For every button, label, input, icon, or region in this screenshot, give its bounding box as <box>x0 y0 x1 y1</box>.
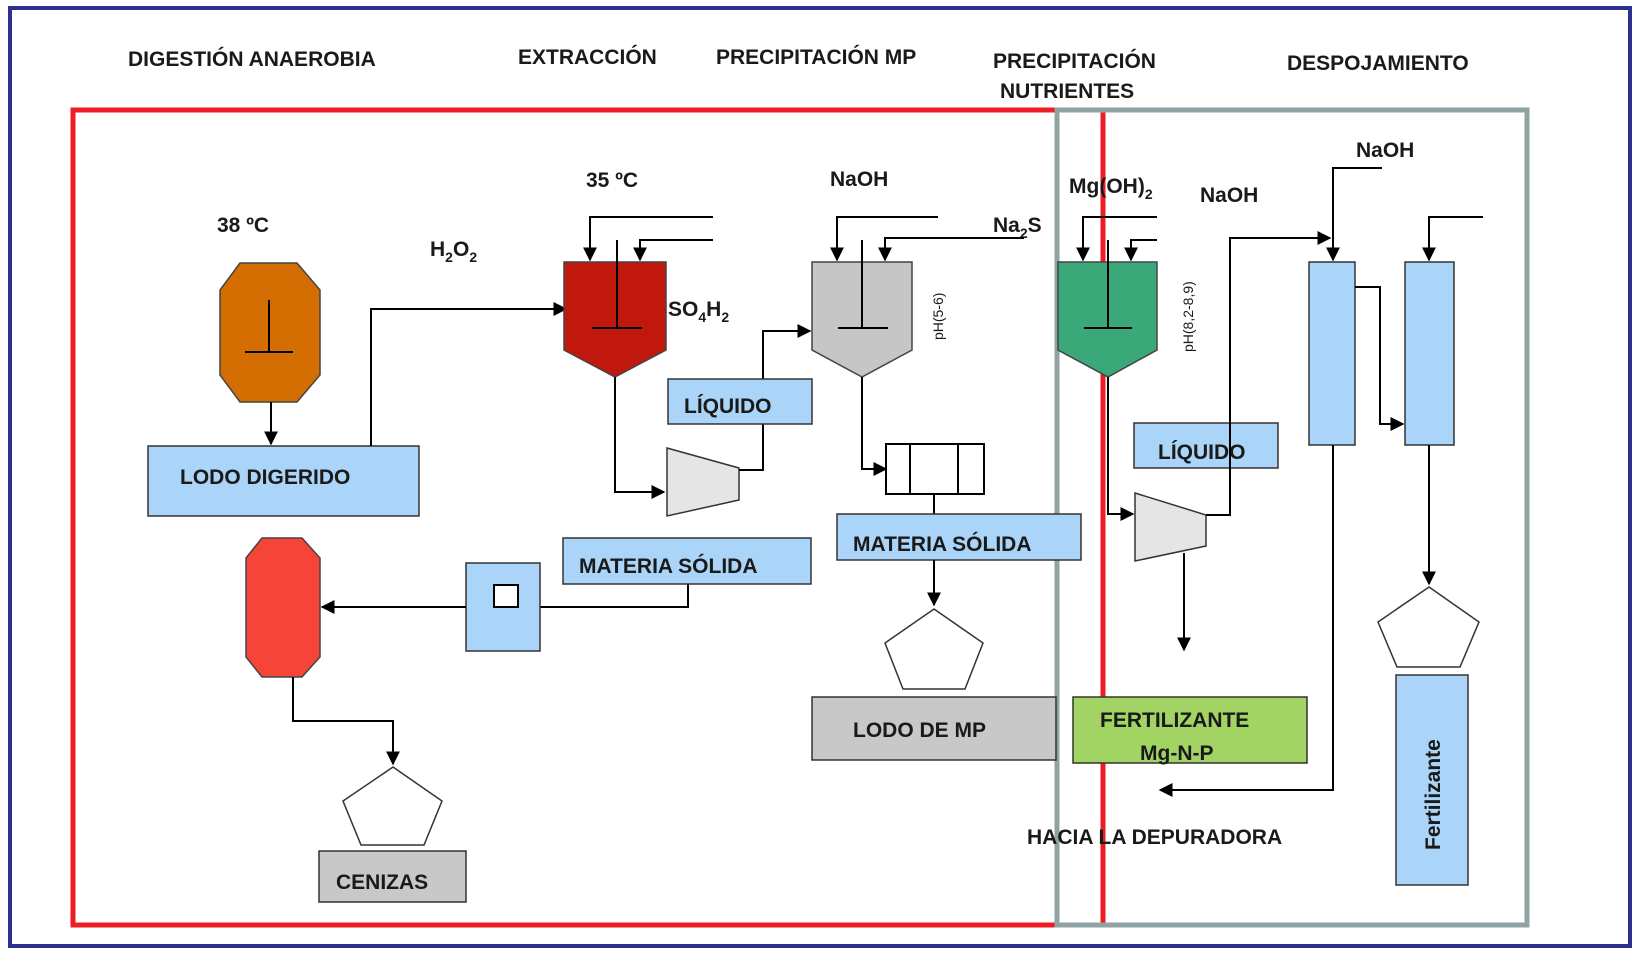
extraction-reactor <box>563 261 667 378</box>
filter-press <box>885 443 985 495</box>
extraction-region-frame <box>70 107 1106 928</box>
mgoh2-label: Mg(OH)2 <box>1069 175 1153 202</box>
liquido-box-2 <box>1133 422 1279 469</box>
mgnp-label: Mg-N-P <box>1140 742 1213 765</box>
fertilizer-storage-pentagon <box>1377 586 1480 668</box>
fertilizante-vertical-label: Fertilizante <box>1422 739 1445 850</box>
naoh-mp-label: NaOH <box>830 168 888 191</box>
lodo-digerido-box <box>147 445 420 517</box>
lodo-digerido-label: LODO DIGERIDO <box>180 466 350 489</box>
lodo-mp-label: LODO DE MP <box>853 719 986 742</box>
outer-frame <box>8 6 1632 948</box>
section-header-stripping: DESPOJAMIENTO <box>1287 52 1469 75</box>
stripping-column-2 <box>1404 261 1455 446</box>
lodo-mp-box <box>811 696 1057 761</box>
mp-sludge-pentagon <box>884 608 984 690</box>
section-header-precip-mp: PRECIPITACIÓN MP <box>716 45 916 69</box>
nutrient-separator <box>1134 491 1207 562</box>
fertilizante-mgnp-box <box>1072 696 1308 764</box>
digester-temperature: 38 ºC <box>217 214 269 237</box>
h2o2-label: H2O2 <box>430 238 477 265</box>
naoh-stripping-label: NaOH <box>1356 139 1414 162</box>
cenizas-box <box>318 850 467 903</box>
materia-solida-box-2 <box>836 513 1082 561</box>
materia-solida-label-1: MATERIA SÓLIDA <box>579 554 758 578</box>
fertilizante-label: FERTILIZANTE <box>1100 709 1249 732</box>
naoh-nutrient-label: NaOH <box>1200 184 1258 207</box>
materia-solida-label-2: MATERIA SÓLIDA <box>853 532 1032 556</box>
section-header-extraction: EXTRACCIÓN <box>518 45 657 69</box>
towards-treatment-plant-label: HACIA LA DEPURADORA <box>1027 826 1282 849</box>
ph-nutrient-label: pH(8,2-8,9) <box>1180 281 1196 352</box>
ph-mp-label: pH(5-6) <box>930 293 946 340</box>
stripping-column-1 <box>1308 261 1356 446</box>
na2s-label: Na2S <box>993 214 1042 241</box>
liquido-label-2: LÍQUIDO <box>1158 441 1246 464</box>
cenizas-label: CENIZAS <box>336 871 428 894</box>
so4h2-label: SO4H2 <box>668 298 729 325</box>
fertilizante-box <box>1395 674 1469 886</box>
extraction-temperature: 35 ºC <box>586 169 638 192</box>
liquido-label-1: LÍQUIDO <box>684 395 772 418</box>
ash-storage-pentagon <box>342 766 443 846</box>
section-header-precip-nutrients-line1: PRECIPITACIÓN <box>993 49 1156 73</box>
liquido-box-1 <box>667 378 813 425</box>
section-header-digestion: DIGESTIÓN ANAEROBIA <box>128 47 376 71</box>
incinerator <box>245 537 321 678</box>
section-header-precip-nutrients-line2: NUTRIENTES <box>1000 80 1134 103</box>
extraction-separator <box>666 447 740 517</box>
